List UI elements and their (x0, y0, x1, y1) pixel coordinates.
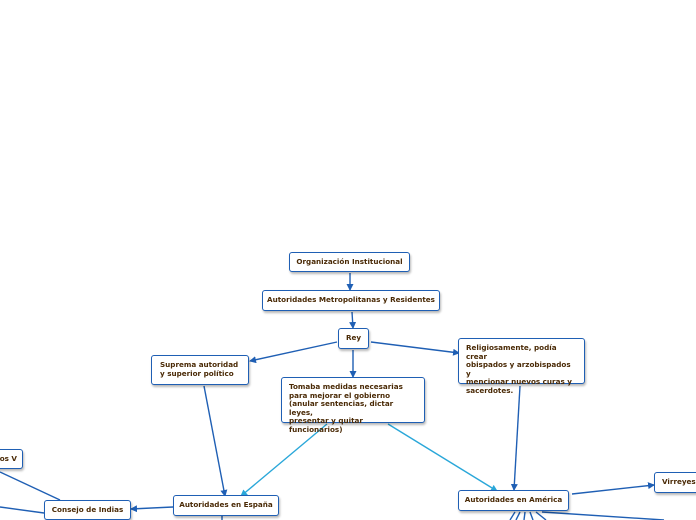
node-tomaba-medidas[interactable]: Tomaba medidas necesarias para mejorar e… (281, 377, 425, 434)
node-autoridades-espana[interactable]: Autoridades en España (173, 495, 279, 516)
node-rey[interactable]: Rey (338, 328, 369, 349)
link-america-branch-3 (523, 511, 526, 520)
link-espana-to-consejo (130, 505, 174, 513)
link-metropolitanas-to-rey (349, 311, 357, 329)
link-rey-to-suprema (249, 341, 338, 364)
node-suprema-autoridad[interactable]: Suprema autoridad y superior político (151, 355, 249, 385)
link-suprema-to-espana (203, 385, 228, 497)
link-america-branch-2 (515, 511, 521, 520)
link-religiosamente-to-america (510, 385, 521, 491)
node-carlos-v-partial[interactable]: os V (0, 449, 23, 469)
link-consejo-branch-left (0, 506, 45, 514)
link-america-branch-1 (509, 511, 516, 520)
link-tomaba-to-espana (240, 423, 328, 497)
node-religiosamente[interactable]: Religiosamente, podía crear obispados y … (458, 338, 585, 395)
link-america-branch-right (541, 511, 665, 520)
node-autoridades-america[interactable]: Autoridades en América (458, 490, 569, 511)
link-rey-to-religiosamente (370, 341, 460, 356)
link-tomaba-to-america (387, 423, 498, 492)
node-virreyes[interactable]: Virreyes (654, 472, 696, 493)
link-america-to-virreyes (571, 482, 655, 495)
link-america-branch-5 (535, 511, 547, 520)
link-america-branch-4 (529, 511, 534, 520)
node-autoridades-metropolitanas[interactable]: Autoridades Metropolitanas y Residentes (262, 290, 440, 311)
node-consejo-de-indias[interactable]: Consejo de Indias (44, 500, 131, 520)
link-consejo-to-carlos (0, 471, 61, 501)
node-organizacion-institucional[interactable]: Organización Institucional (289, 252, 410, 272)
